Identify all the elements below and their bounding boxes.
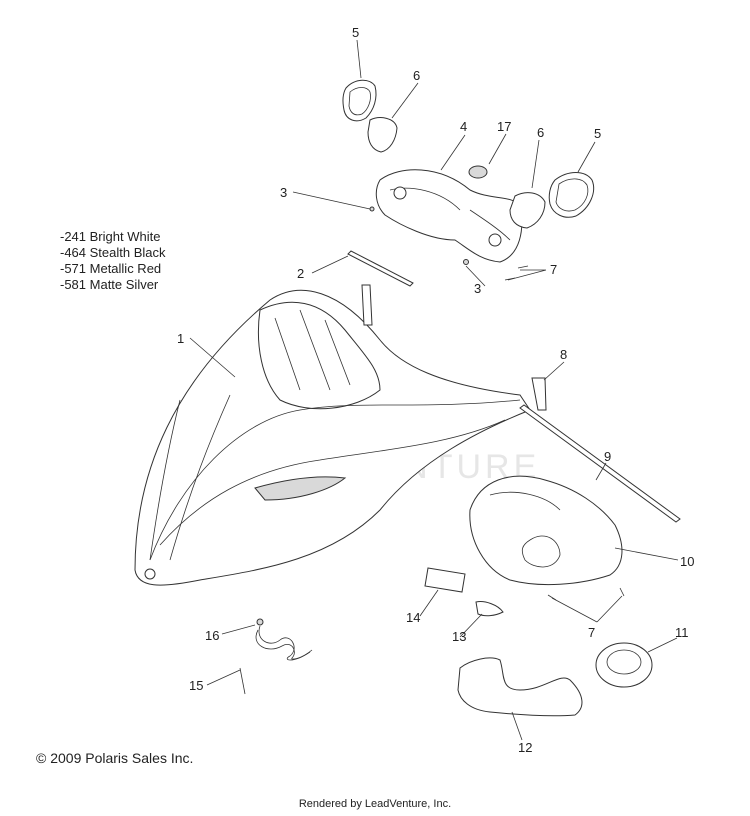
part-6-lens-left[interactable]	[367, 117, 398, 153]
callout-5: 5	[352, 25, 359, 40]
legend-entry: -581 Matte Silver	[60, 277, 159, 292]
callout-6: 6	[537, 125, 544, 140]
callout-3: 3	[280, 185, 287, 200]
part-2-trim-strip[interactable]	[347, 250, 414, 287]
part-5-gasket-right[interactable]	[548, 172, 595, 218]
part-14-decal[interactable]	[424, 567, 466, 593]
part-13-decal[interactable]	[475, 601, 504, 617]
callout-16: 16	[205, 628, 219, 643]
callout-9: 9	[604, 449, 611, 464]
part-3-screw-b[interactable]	[463, 259, 469, 265]
callout-3: 3	[474, 281, 481, 296]
part-15-screw[interactable]	[239, 667, 246, 695]
callout-1: 1	[177, 331, 184, 346]
part-clip[interactable]	[361, 284, 373, 326]
rendered-by-footer: Rendered by LeadVenture, Inc.	[298, 798, 452, 810]
part-9-strip[interactable]	[519, 404, 681, 523]
callout-7: 7	[588, 625, 595, 640]
leader-lines	[189, 39, 679, 741]
callout-5: 5	[594, 126, 601, 141]
callout-numbers: 5 6 4 17 6 5 3 2 3 7 1 8 9 10 14 13 7 11…	[177, 25, 694, 755]
callout-2: 2	[297, 266, 304, 281]
callout-11: 11	[675, 625, 689, 640]
legend-entry: -464 Stealth Black	[60, 245, 166, 260]
callout-8: 8	[560, 347, 567, 362]
part-5-gasket-left[interactable]	[342, 79, 377, 122]
callout-14: 14	[406, 610, 420, 625]
callout-13: 13	[452, 629, 466, 644]
callout-17: 17	[497, 119, 511, 134]
part-7-pins-lower[interactable]	[547, 587, 625, 601]
part-4-instrument-housing[interactable]	[375, 169, 523, 263]
callout-15: 15	[189, 678, 203, 693]
color-code-legend: -241 Bright White -464 Stealth Black -57…	[60, 229, 166, 293]
part-17-plug[interactable]	[468, 165, 488, 179]
part-6-lens-right[interactable]	[509, 192, 546, 229]
part-11-grommet[interactable]	[595, 642, 653, 688]
part-10-tank[interactable]	[469, 475, 623, 586]
callout-6: 6	[413, 68, 420, 83]
copyright-notice: © 2009 Polaris Sales Inc.	[36, 750, 194, 766]
callout-4: 4	[460, 119, 467, 134]
part-12-panel[interactable]	[457, 657, 583, 717]
legend-entry: -241 Bright White	[60, 229, 161, 244]
callout-7: 7	[550, 262, 557, 277]
callout-12: 12	[518, 740, 532, 755]
legend-entry: -571 Metallic Red	[60, 261, 162, 276]
part-3-screw-a[interactable]	[369, 206, 375, 212]
part-16-wire-harness[interactable]	[255, 618, 313, 661]
part-8-clip[interactable]	[531, 377, 547, 411]
part-1-hood[interactable]	[134, 289, 531, 586]
callout-10: 10	[680, 554, 694, 569]
